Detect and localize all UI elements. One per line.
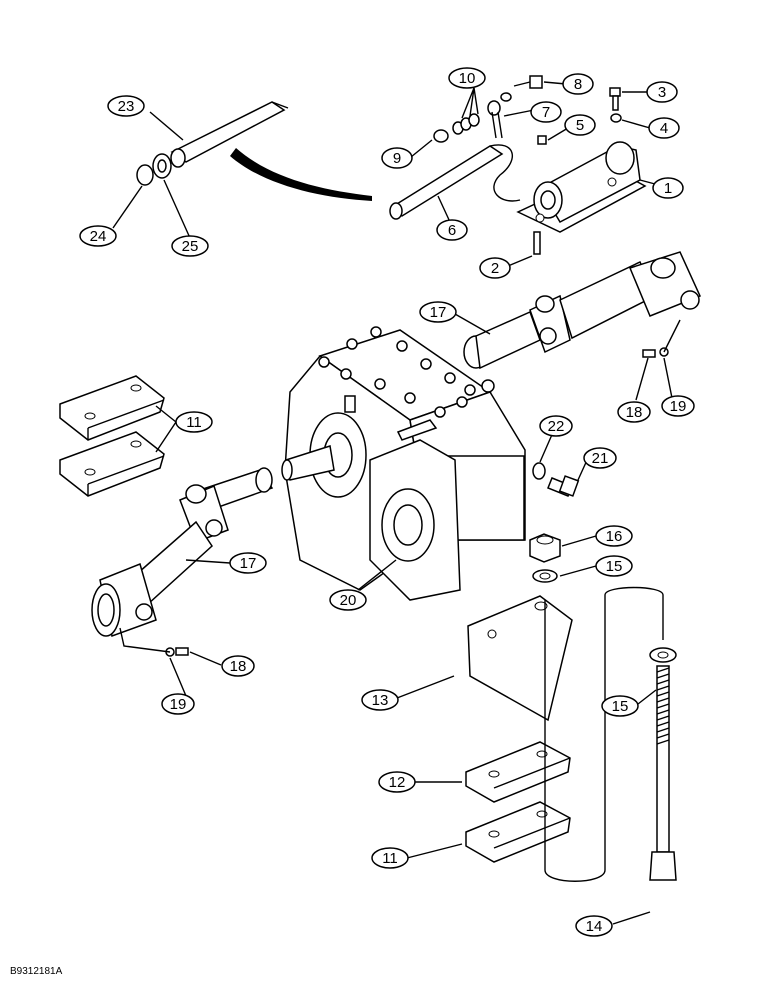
callout-16: 16 xyxy=(595,525,633,547)
svg-text:19: 19 xyxy=(670,398,687,415)
shim-plate-11-middle xyxy=(59,431,165,497)
callout-23: 23 xyxy=(107,95,145,117)
callout-17-lower: 17 xyxy=(229,552,267,574)
svg-text:24: 24 xyxy=(90,228,107,245)
svg-text:17: 17 xyxy=(430,304,447,321)
callout-6: 6 xyxy=(436,219,468,241)
svg-text:8: 8 xyxy=(574,76,582,93)
callout-17-upper: 17 xyxy=(419,301,457,323)
callout-15-upper: 15 xyxy=(595,555,633,577)
washer-22 xyxy=(532,462,546,480)
capscrew-3 xyxy=(609,87,621,111)
callout-18-lower: 18 xyxy=(221,655,255,677)
pin-7 xyxy=(487,100,503,139)
callout-18-upper: 18 xyxy=(617,401,651,423)
lock-nut-16 xyxy=(529,533,561,563)
callout-19-upper: 19 xyxy=(661,395,695,417)
callout-11-upper: 11 xyxy=(175,411,213,433)
callout-1: 1 xyxy=(652,177,684,199)
bolt-14-threads xyxy=(656,667,670,745)
assembly-arrow xyxy=(230,148,372,201)
callout-22: 22 xyxy=(539,415,573,437)
mount-bracket-13 xyxy=(467,595,573,722)
callout-4: 4 xyxy=(648,117,680,139)
svg-text:9: 9 xyxy=(393,150,401,167)
svg-text:2: 2 xyxy=(491,260,499,277)
svg-text:7: 7 xyxy=(542,104,550,121)
callout-12: 12 xyxy=(378,771,416,793)
assembly-path-line-bolt xyxy=(544,586,664,882)
svg-text:10: 10 xyxy=(459,70,476,87)
diagram-code: B9312181A xyxy=(10,966,63,977)
nut-9 xyxy=(433,129,449,143)
gearbox-breather xyxy=(344,395,356,413)
callout-7: 7 xyxy=(530,101,562,123)
svg-text:11: 11 xyxy=(186,414,202,431)
drive-shaft-17-lower xyxy=(91,467,274,637)
callout-5: 5 xyxy=(564,114,596,136)
shim-plate-11-lower xyxy=(465,801,571,863)
svg-text:19: 19 xyxy=(170,696,187,713)
callout-13: 13 xyxy=(361,689,399,711)
snap-ring-24 xyxy=(136,164,154,186)
pivot-pin-6 xyxy=(389,144,521,220)
springs-10 xyxy=(452,113,480,135)
callout-19-lower: 19 xyxy=(161,693,195,715)
svg-text:18: 18 xyxy=(626,404,643,421)
capscrew-8 xyxy=(513,75,543,89)
svg-text:23: 23 xyxy=(118,98,135,115)
lockwasher-4 xyxy=(610,113,622,123)
callout-14: 14 xyxy=(575,915,613,937)
grease-fitting-18-lower xyxy=(175,647,189,656)
grease-fitting-18-upper xyxy=(642,349,656,358)
shim-plate-11-upper xyxy=(59,375,165,441)
bolt-14 xyxy=(649,647,677,881)
svg-text:5: 5 xyxy=(576,117,584,134)
grease-fitting-5 xyxy=(537,135,547,145)
callout-10: 10 xyxy=(448,67,486,89)
svg-text:12: 12 xyxy=(389,774,406,791)
svg-text:18: 18 xyxy=(230,658,247,675)
gearbox-cover-bolts xyxy=(318,326,495,418)
callout-8: 8 xyxy=(562,73,594,95)
svg-text:20: 20 xyxy=(340,592,357,609)
callout-15-lower: 15 xyxy=(601,695,639,717)
svg-text:21: 21 xyxy=(592,450,609,467)
roll-pin-2 xyxy=(533,231,541,255)
callout-21: 21 xyxy=(583,447,617,469)
svg-text:11: 11 xyxy=(382,850,398,867)
svg-text:17: 17 xyxy=(240,555,257,572)
callout-20: 20 xyxy=(329,589,367,611)
leader-lines xyxy=(112,81,673,925)
svg-text:3: 3 xyxy=(658,84,666,101)
callout-2: 2 xyxy=(479,257,511,279)
shim-plate-12 xyxy=(465,741,571,803)
svg-text:25: 25 xyxy=(182,238,199,255)
svg-text:15: 15 xyxy=(612,698,629,715)
svg-text:15: 15 xyxy=(606,558,623,575)
svg-text:4: 4 xyxy=(660,120,668,137)
callout-11-lower: 11 xyxy=(371,847,409,869)
gearbox-20 xyxy=(281,329,526,601)
callout-25: 25 xyxy=(171,235,209,257)
svg-text:13: 13 xyxy=(372,692,389,709)
pivot-bracket-1 xyxy=(516,141,647,233)
callout-3: 3 xyxy=(646,81,678,103)
svg-text:6: 6 xyxy=(448,222,456,239)
svg-text:22: 22 xyxy=(548,418,565,435)
callout-24: 24 xyxy=(79,225,117,247)
svg-text:1: 1 xyxy=(664,180,672,197)
washer-8b xyxy=(500,92,512,102)
capscrew-21 xyxy=(547,475,580,497)
callout-9: 9 xyxy=(381,147,413,169)
washer-25 xyxy=(152,153,172,179)
drive-shaft-17-upper xyxy=(463,251,702,370)
washer-15-upper xyxy=(532,569,558,583)
svg-text:14: 14 xyxy=(586,918,603,935)
svg-text:16: 16 xyxy=(606,528,623,545)
pivot-shaft-23 xyxy=(170,101,289,168)
